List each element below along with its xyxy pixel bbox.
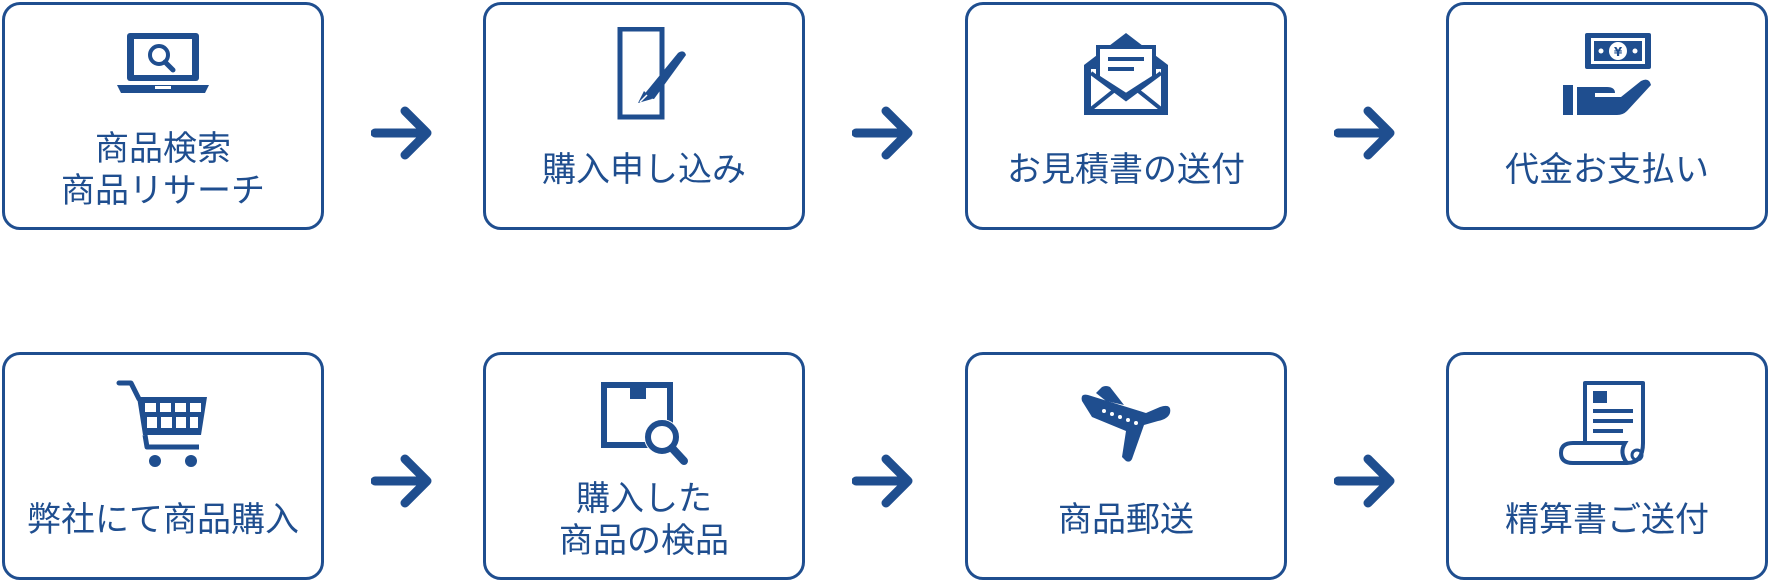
- step-inspection: 購入した 商品の検品: [483, 352, 805, 580]
- step-label-line-1: 弊社にて商品購入: [27, 500, 299, 540]
- arrow-right-icon: [1334, 100, 1400, 166]
- arrow-right-icon: [1334, 448, 1400, 514]
- receipt-scroll-icon: [1555, 377, 1659, 473]
- step-label: 弊社にて商品購入: [13, 473, 313, 567]
- step-shipping: 商品郵送: [965, 352, 1287, 580]
- laptop-search-icon: [111, 27, 215, 123]
- step-quotation-sending: お見積書の送付: [965, 2, 1287, 230]
- arrow-right-icon: [371, 100, 437, 166]
- step-label: 購入申し込み: [494, 123, 794, 217]
- step-label-line-1: 精算書ご送付: [1505, 500, 1709, 540]
- step-label-line-1: 代金お支払い: [1505, 150, 1709, 190]
- step-statement-sending: 精算書ご送付: [1446, 352, 1768, 580]
- step-label-line-1: 商品郵送: [1058, 500, 1194, 540]
- step-label: 代金お支払い: [1457, 123, 1757, 217]
- step-label: 商品検索 商品リサーチ: [13, 123, 313, 217]
- step-purchase-application: 購入申し込み: [483, 2, 805, 230]
- arrow-right-icon: [852, 100, 918, 166]
- step-label: 購入した 商品の検品: [494, 473, 794, 567]
- step-label-line-2: 商品リサーチ: [61, 171, 265, 211]
- step-label: 精算書ご送付: [1457, 473, 1757, 567]
- arrow-right-icon: [852, 448, 918, 514]
- step-product-search: 商品検索 商品リサーチ: [2, 2, 324, 230]
- shopping-cart-icon: [111, 377, 215, 473]
- step-payment: ¥ 代金お支払い: [1446, 2, 1768, 230]
- step-label-line-1: お見積書の送付: [1007, 150, 1245, 190]
- box-search-icon: [592, 377, 696, 473]
- open-envelope-icon: [1074, 27, 1178, 123]
- step-label: お見積書の送付: [976, 123, 1276, 217]
- step-label: 商品郵送: [976, 473, 1276, 567]
- step-label-line-1: 商品検索: [95, 129, 231, 169]
- step-label-line-1: 購入申し込み: [542, 150, 746, 190]
- step-company-purchase: 弊社にて商品購入: [2, 352, 324, 580]
- airplane-icon: [1074, 377, 1178, 473]
- hand-money-icon: ¥: [1555, 27, 1659, 123]
- arrow-right-icon: [371, 448, 437, 514]
- step-label-line-2: 商品の検品: [559, 521, 729, 561]
- document-pen-icon: [592, 27, 696, 123]
- svg-text:¥: ¥: [1614, 45, 1623, 59]
- step-label-line-1: 購入した: [576, 479, 712, 519]
